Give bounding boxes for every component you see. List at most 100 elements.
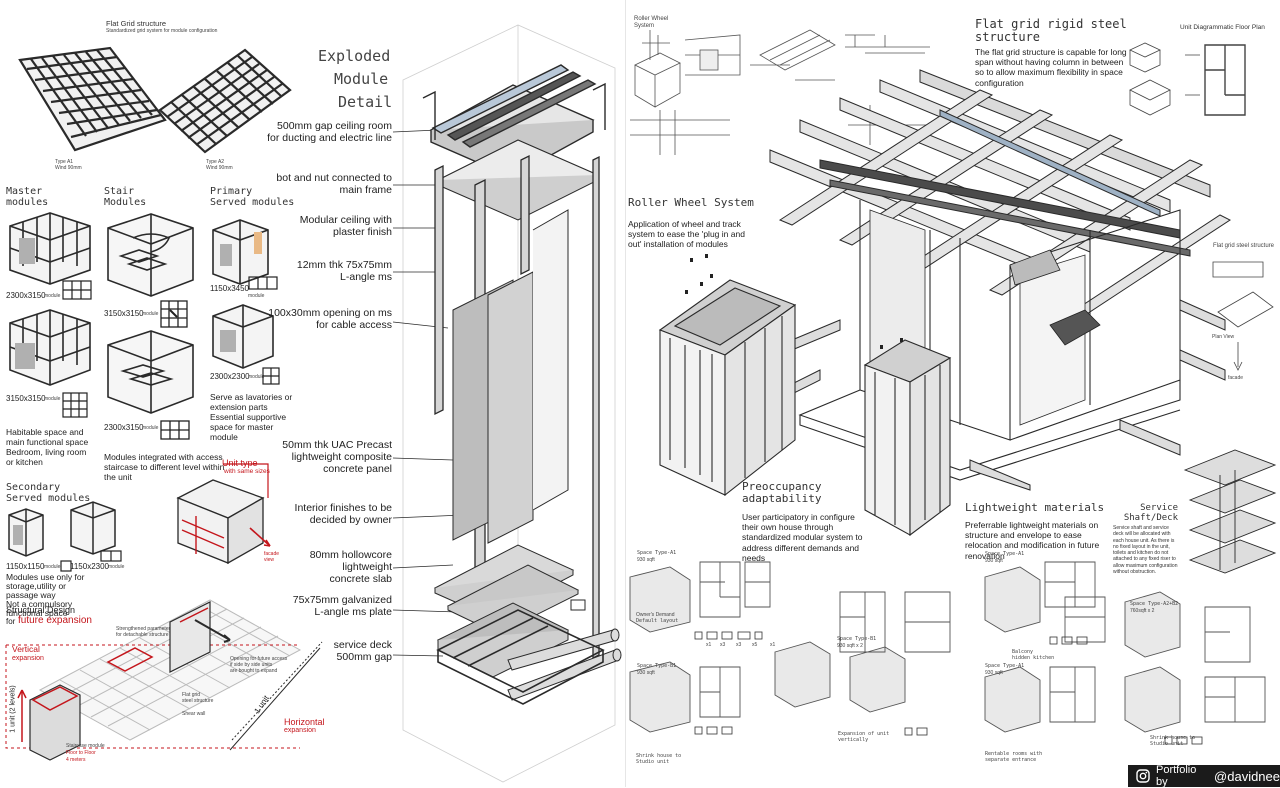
flat-grid-type-a1-diagram <box>18 46 167 152</box>
module-word-8: module <box>108 564 125 570</box>
module-word-7: module <box>44 564 61 570</box>
space-type-2-label: Space Type-B1 <box>637 663 677 669</box>
callout-l-angle-1: 12mm thk 75x75mm <box>296 259 392 271</box>
staircase-module-2: Floor to Floor <box>66 750 96 756</box>
space-type-3-caption-1: Expansion of unit <box>838 731 890 737</box>
callout-slab-1: 80mm hollowcore <box>309 549 392 561</box>
module-word-1: module <box>44 293 61 299</box>
staircase-module-1: Staircase module <box>66 743 105 749</box>
preoccupancy-desc: User participatory in configure their ow… <box>742 512 863 563</box>
plan-icon-2300x2300 <box>262 367 280 385</box>
module-word-6: module <box>248 374 265 380</box>
flat-grid-title: Flat Grid structure <box>106 19 167 28</box>
stair-heading-2: Modules <box>104 197 147 208</box>
service-heading-2: Shaft/Deck <box>1123 513 1178 523</box>
callout-bolt-1: bot and nut connected to <box>276 172 392 184</box>
shear-wall-label: Shear wall <box>182 711 206 717</box>
unit-floor-plan-label: Unit Diagrammatic Floor Plan <box>1180 24 1265 31</box>
type-a2-note: Wind 90mm <box>206 165 233 171</box>
size-1150x1150-label: 1150x1150 <box>6 562 45 571</box>
secondary-desc-1: Modules use only for <box>6 572 85 582</box>
space-type-5-area: 930 sqft <box>985 670 1003 676</box>
space-type-6-area: 760sqft x 2 <box>1130 608 1155 614</box>
callout-panel-3: concrete panel <box>323 463 392 475</box>
structural-future: future expansion <box>18 615 92 626</box>
portfolio-footer[interactable]: Portfolio by @davidnee <box>1128 764 1280 788</box>
service-shaft-drawing <box>1183 449 1277 574</box>
lightweight-desc: Preferrable lightweight materials on str… <box>965 520 1100 561</box>
module-code-2: x3 <box>720 642 726 648</box>
facade-label: facade <box>1228 375 1244 381</box>
plan-icon-stair-2300 <box>160 420 190 440</box>
space-type-7-caption-1: Shrink house to <box>1150 735 1196 741</box>
opening-future-3: are bought to expand <box>230 668 278 674</box>
callout-panel-2: lightweight composite <box>291 451 392 463</box>
size-2300x2300-label: 2300x2300 <box>210 372 250 381</box>
stair-heading-1: Stair <box>104 186 135 197</box>
modules-on-rails-drawing <box>658 254 952 537</box>
exploded-module-drawing <box>392 24 622 783</box>
vertical-expansion-2: expansion <box>12 655 44 662</box>
facade-view-1: facade <box>264 551 280 557</box>
space-type-6-label: Space Type-A2+B2 <box>1130 601 1179 607</box>
space-type-4-caption-2: hidden kitchen <box>1012 655 1055 661</box>
master-desc-2: main functional space <box>6 437 89 447</box>
plan-icon-stair-3150 <box>160 300 188 328</box>
horizontal-expansion-2: expansion <box>284 727 316 734</box>
module-word-2: module <box>44 396 61 402</box>
flat-grid-rigid-desc: The flat grid structure is capable for l… <box>975 47 1127 88</box>
callout-ceiling-gap-1: 500mm gap ceiling room <box>277 120 392 132</box>
module-code-3: x3 <box>736 642 742 648</box>
size-2300x3150-stair-label: 2300x3150 <box>104 423 144 432</box>
master-module-2300x3150 <box>9 212 91 285</box>
master-desc-4: or kitchen <box>6 457 43 467</box>
structural-expansion-diagram <box>5 599 323 761</box>
space-type-5-caption-1: Rentable rooms with <box>985 751 1043 757</box>
secondary-module-1150x1150 <box>8 508 44 557</box>
type-a1-note: Wind 90mm <box>55 165 82 171</box>
opening-future-1: Opening for future access <box>230 656 288 662</box>
module-word-4: module <box>142 425 159 431</box>
space-type-2-caption-1: Shrink house to <box>636 753 682 759</box>
space-type-4-label: Space Type-A1 <box>985 551 1025 557</box>
flat-grid-steel-1: Flat grid <box>182 692 201 698</box>
space-type-plans <box>629 561 1266 745</box>
roller-small-2: System <box>634 23 655 29</box>
space-type-5-caption-2: separate entrance <box>985 757 1037 763</box>
primary-module-1150x3450 <box>212 219 269 285</box>
preoccupancy-heading-1: Preoccupancy <box>742 480 822 493</box>
space-type-3-area: 930 sqft x 2 <box>837 643 863 649</box>
exploded-title-3: Detail <box>338 93 393 111</box>
stair-desc-2: staircase to different level within <box>104 462 225 472</box>
callout-plate-1: 75x75mm galvanized <box>292 594 392 606</box>
module-code-5: x1 <box>770 642 776 648</box>
facade-view-2: view <box>264 557 275 563</box>
size-1150x3450-label: 1150x3450 <box>210 284 249 293</box>
horizontal-expansion-1: Horizontal <box>284 717 325 727</box>
primary-desc-1: Serve as lavatories or <box>210 392 293 402</box>
plan-icon-2300x3150 <box>62 280 92 300</box>
plan-view-label: Plan View <box>1212 334 1235 340</box>
module-code-1: x1 <box>706 642 712 648</box>
structural-for: for <box>6 617 16 626</box>
staircase-module-3: 4 meters <box>66 757 86 763</box>
roller-wheel-heading: Roller Wheel System <box>628 196 754 209</box>
plan-icon-1150x3450 <box>248 276 278 290</box>
size-3150x3150-stair-label: 3150x3150 <box>104 309 144 318</box>
secondary-heading-1: Secondary <box>6 482 61 493</box>
roller-wheel-desc: Application of wheel and track system to… <box>628 219 745 250</box>
callout-bolt-2: main frame <box>339 184 392 196</box>
secondary-heading-2: Served modules <box>6 493 91 504</box>
flat-grid-type-a2-diagram <box>158 48 292 154</box>
callout-opening-2: for cable access <box>316 319 392 331</box>
module-code-4: x5 <box>752 642 758 648</box>
unit-floor-plan-sketch <box>1129 42 1246 116</box>
size-2300x3150-label: 2300x3150 <box>6 291 46 300</box>
callout-ceiling-gap-2: for ducting and electric line <box>267 132 392 144</box>
footer-handle[interactable]: @davidnee <box>1214 768 1280 784</box>
master-heading-1: Master <box>6 186 43 197</box>
opening-future-2: if side by side units <box>230 662 273 668</box>
space-type-1-area: 930 sqft <box>637 557 655 563</box>
primary-module-2300x2300 <box>212 304 274 369</box>
preoccupancy-heading-2: adaptability <box>742 492 822 505</box>
